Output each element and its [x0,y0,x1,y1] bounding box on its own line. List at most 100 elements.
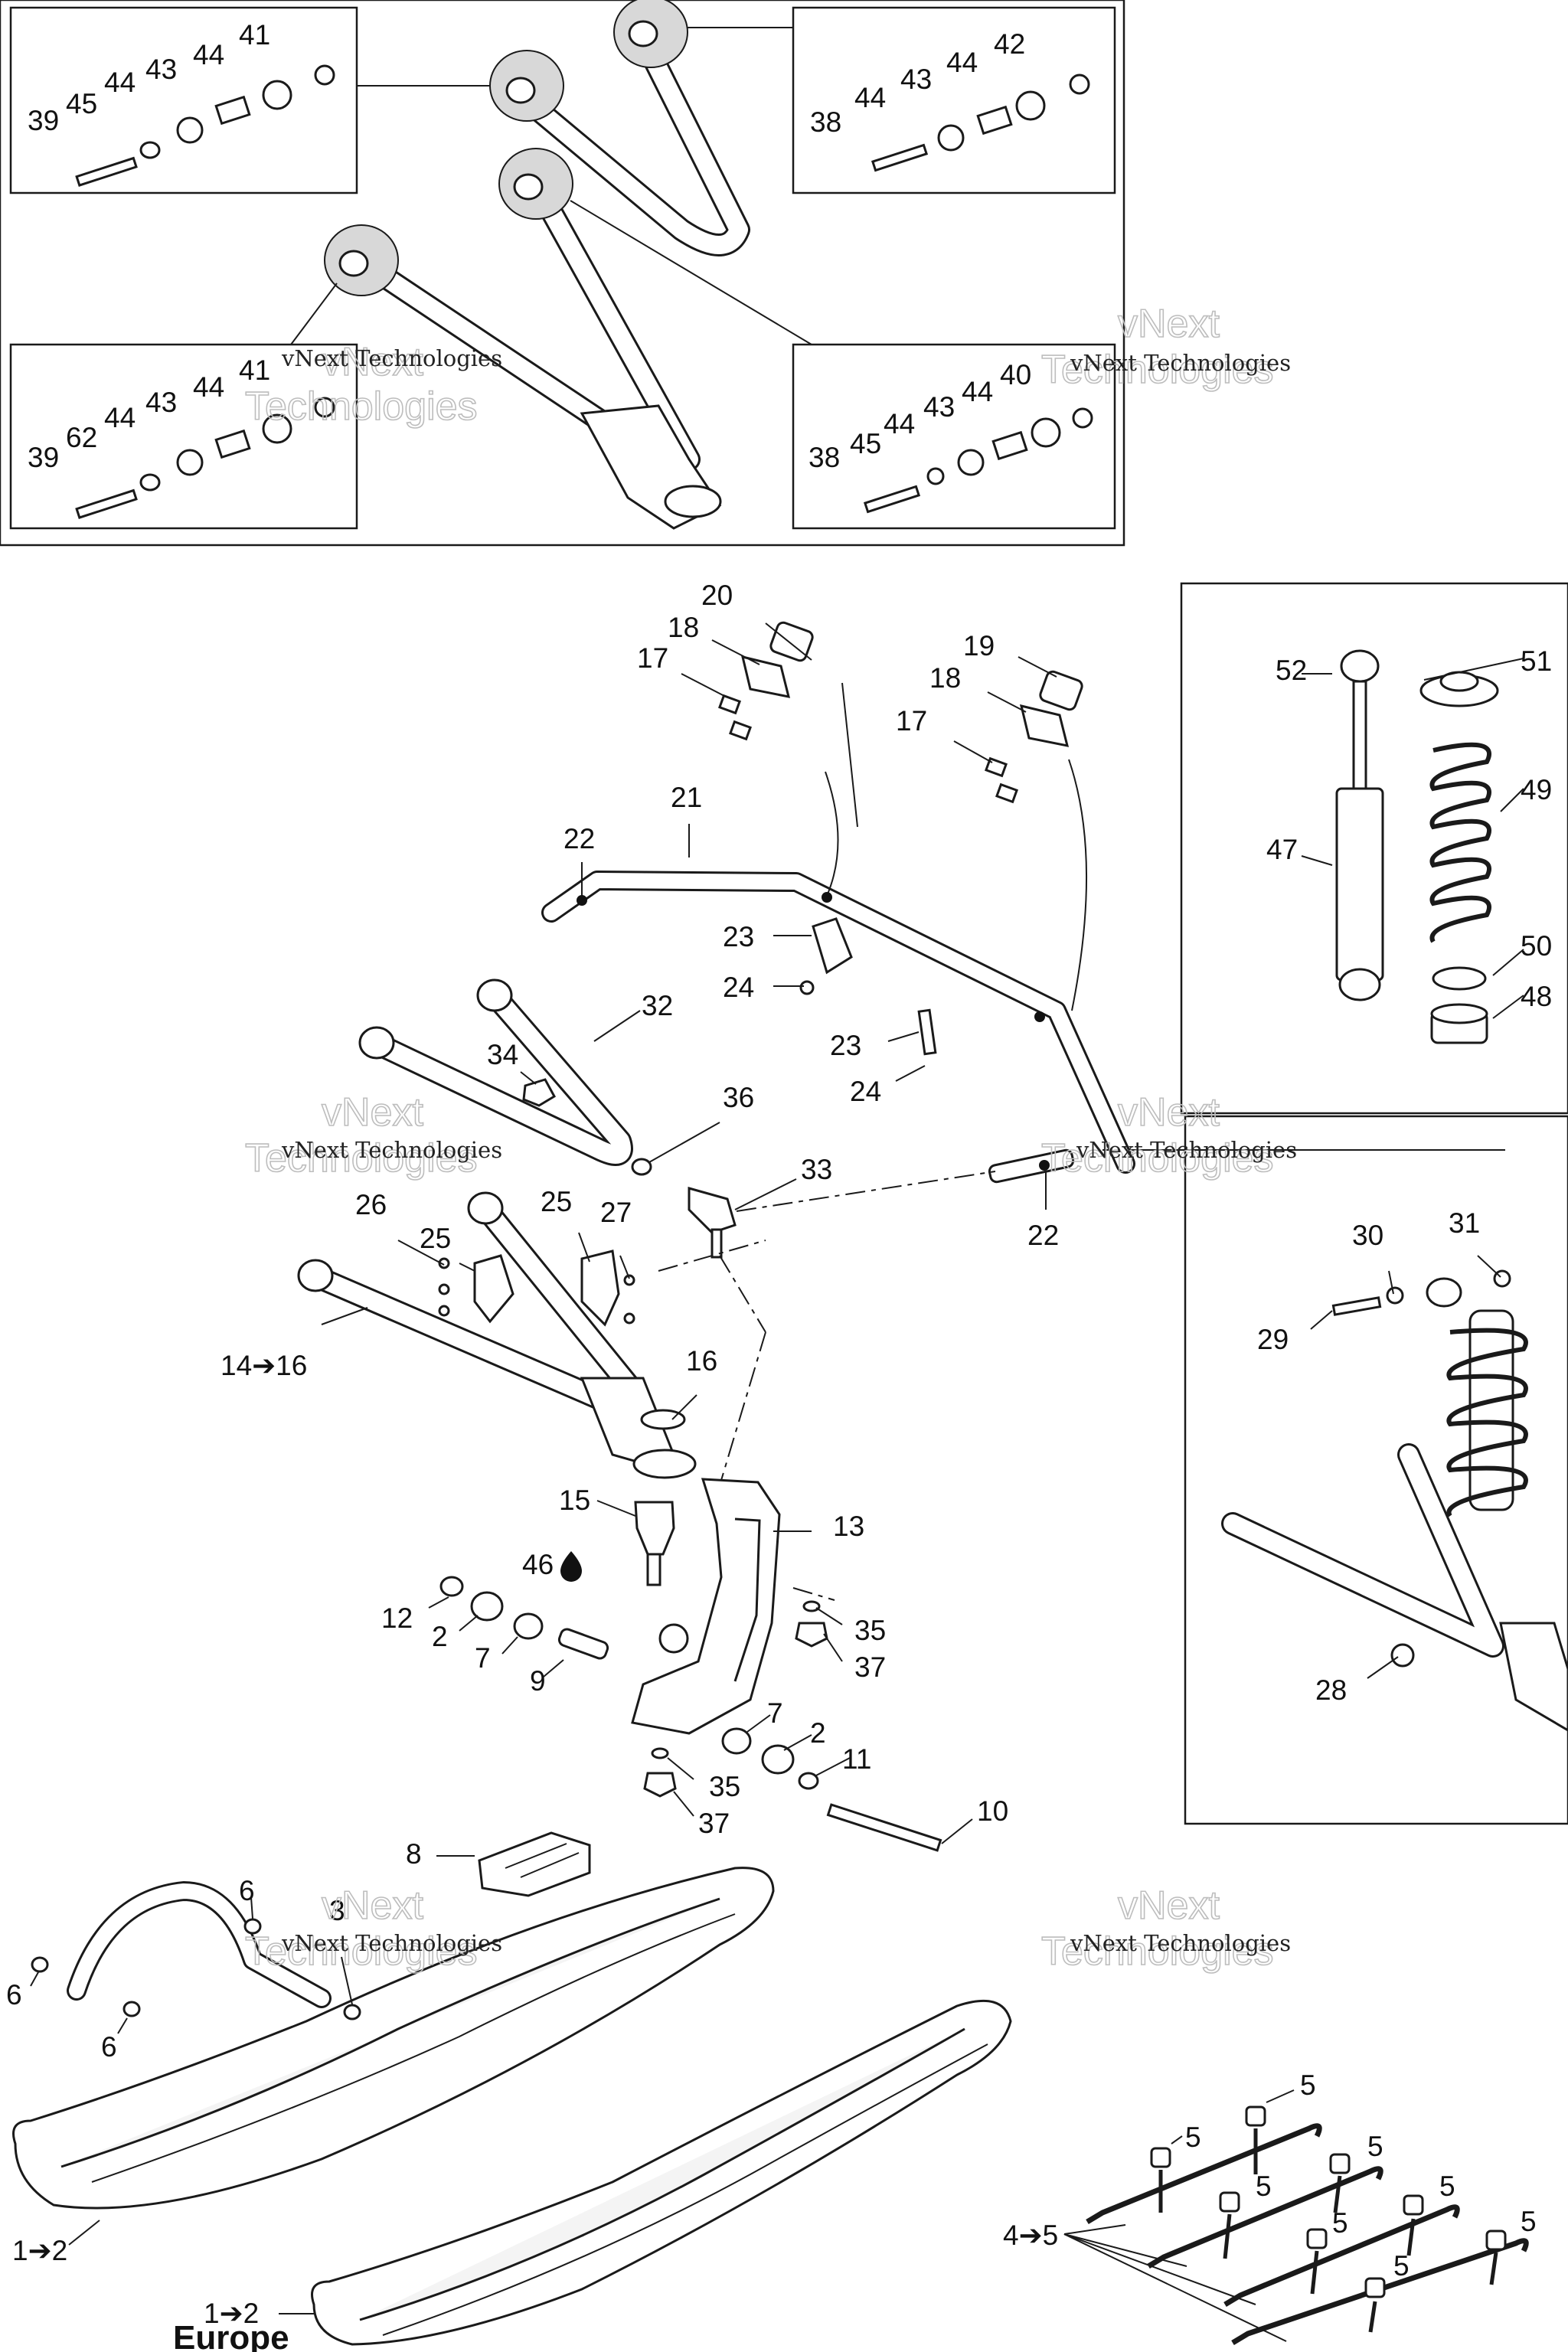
part-label: 37 [698,1808,730,1839]
part-label: 23 [723,921,754,952]
part-label: 45 [850,428,881,459]
drop-icon [560,1551,582,1582]
part-label: 6 [239,1875,255,1906]
part-label: 23 [830,1030,861,1061]
part-label: 5 [1332,2207,1348,2239]
part-label: 35 [709,1771,740,1802]
detail-box-top-left [9,6,358,194]
part-label: 62 [66,422,97,453]
part-label: 15 [559,1485,590,1516]
watermark-3: vNext Technologies vNext Technologies [244,1089,502,1181]
part-label: 4➔5 [1003,2220,1058,2251]
part-label: 44 [884,408,915,439]
part-label: 17 [637,642,668,674]
part-label: 5 [1367,2131,1383,2162]
europe-label: Europe [173,2319,289,2352]
part-label: 41 [239,354,270,386]
part-label: 13 [833,1511,864,1542]
part-label: 24 [723,972,754,1003]
part-label: 3 [329,1895,345,1926]
svg-text:vNext: vNext [1118,302,1220,346]
part-label: 49 [1521,774,1552,805]
part-label: 2 [810,1717,826,1749]
part-label: 44 [854,82,886,113]
part-label: 44 [193,371,224,403]
part-label: 41 [239,19,270,51]
part-label: 30 [1352,1220,1383,1251]
part-label: 18 [929,662,961,694]
part-label: 38 [808,442,840,473]
part-label: 7 [767,1697,783,1729]
part-label: 45 [66,88,97,119]
svg-text:Technologies: Technologies [1041,1929,1274,1974]
part-label: 52 [1276,655,1307,686]
part-label: 12 [381,1602,413,1634]
part-label: 29 [1257,1324,1289,1355]
svg-text:vNext: vNext [322,1090,423,1135]
part-label: 31 [1449,1207,1480,1239]
sway-bar-assembly: 20 18 17 19 18 17 21 22 23 24 23 24 22 [541,580,1135,1251]
part-label: 25 [541,1186,572,1217]
bushing-detail-panel: 41 44 43 44 45 39 42 44 43 44 38 41 44 4… [0,0,1125,547]
part-label: 26 [355,1189,387,1220]
ski-runners: 5 5 5 5 5 5 5 5 4➔5 [1003,2069,1537,2346]
svg-text:vNext: vNext [1118,1090,1220,1135]
part-label: 5 [1185,2122,1201,2153]
svg-text:vNext: vNext [322,340,423,384]
svg-text:Technologies: Technologies [245,384,478,429]
part-label: 5 [1300,2069,1316,2101]
part-label: 42 [994,28,1025,60]
top-panel-a-arms [290,0,812,530]
svg-text:Technologies: Technologies [1041,1136,1274,1181]
part-label: 14➔16 [220,1350,307,1381]
ski-assembly: 8 6 3 6 6 1➔2 1➔2 Europe [6,1831,1012,2352]
part-label: 2 [432,1621,448,1652]
part-label: 32 [642,990,673,1021]
upper-a-arm: 32 34 36 33 [358,978,996,1259]
part-label: 39 [28,442,59,473]
svg-text:vNext Technologies: vNext Technologies [281,1930,502,1956]
part-label: 10 [977,1795,1008,1827]
part-label: 28 [1315,1674,1347,1706]
svg-text:Technologies: Technologies [1041,348,1274,392]
part-label: 22 [564,823,595,854]
part-label: 5 [1256,2171,1272,2202]
part-label: 6 [6,1979,22,2011]
spindle-assembly: 13 46 12 2 7 9 35 37 7 2 11 35 37 10 [381,1478,1008,1852]
part-label: 48 [1521,981,1552,1012]
part-label: 1➔2 [204,2298,259,2329]
part-label: 33 [801,1154,832,1185]
part-label: 8 [406,1838,422,1870]
part-label: 17 [896,705,927,737]
part-label: 44 [946,47,978,78]
part-label: 46 [522,1549,554,1580]
watermark-1: vNext Technologies vNext Technologies [244,339,502,430]
watermark-2: vNext Technologies vNext Technologies [1040,301,1291,393]
part-label: 24 [850,1076,881,1107]
part-label: 18 [668,612,699,643]
svg-text:vNext Technologies: vNext Technologies [1070,350,1291,376]
part-label: 44 [104,402,136,433]
part-label: 44 [104,67,136,98]
part-label: 43 [145,387,177,418]
part-label: 36 [723,1082,754,1113]
part-label: 27 [600,1197,632,1228]
part-label: 11 [842,1743,871,1775]
part-label: 43 [900,64,932,95]
top-panel-labels: 41 44 43 44 45 39 42 44 43 44 38 41 44 4… [28,19,1031,473]
part-label: 34 [487,1039,518,1070]
part-label: 5 [1439,2171,1455,2202]
svg-text:vNext: vNext [322,1883,423,1928]
watermark-5: vNext Technologies vNext Technologies [244,1883,502,1975]
svg-text:vNext: vNext [1118,1883,1220,1928]
watermarks: vNext Technologies vNext Technologies vN… [244,301,1297,1975]
detail-box-top-right [792,6,1116,194]
part-label: 21 [671,782,702,813]
part-label: 35 [854,1615,886,1646]
part-label: 43 [923,391,955,423]
detail-box-bottom-right [792,343,1116,530]
part-label: 39 [28,105,59,136]
part-label: 6 [101,2031,117,2063]
lower-a-arm: 26 25 25 27 14➔16 16 15 [220,1186,766,1586]
